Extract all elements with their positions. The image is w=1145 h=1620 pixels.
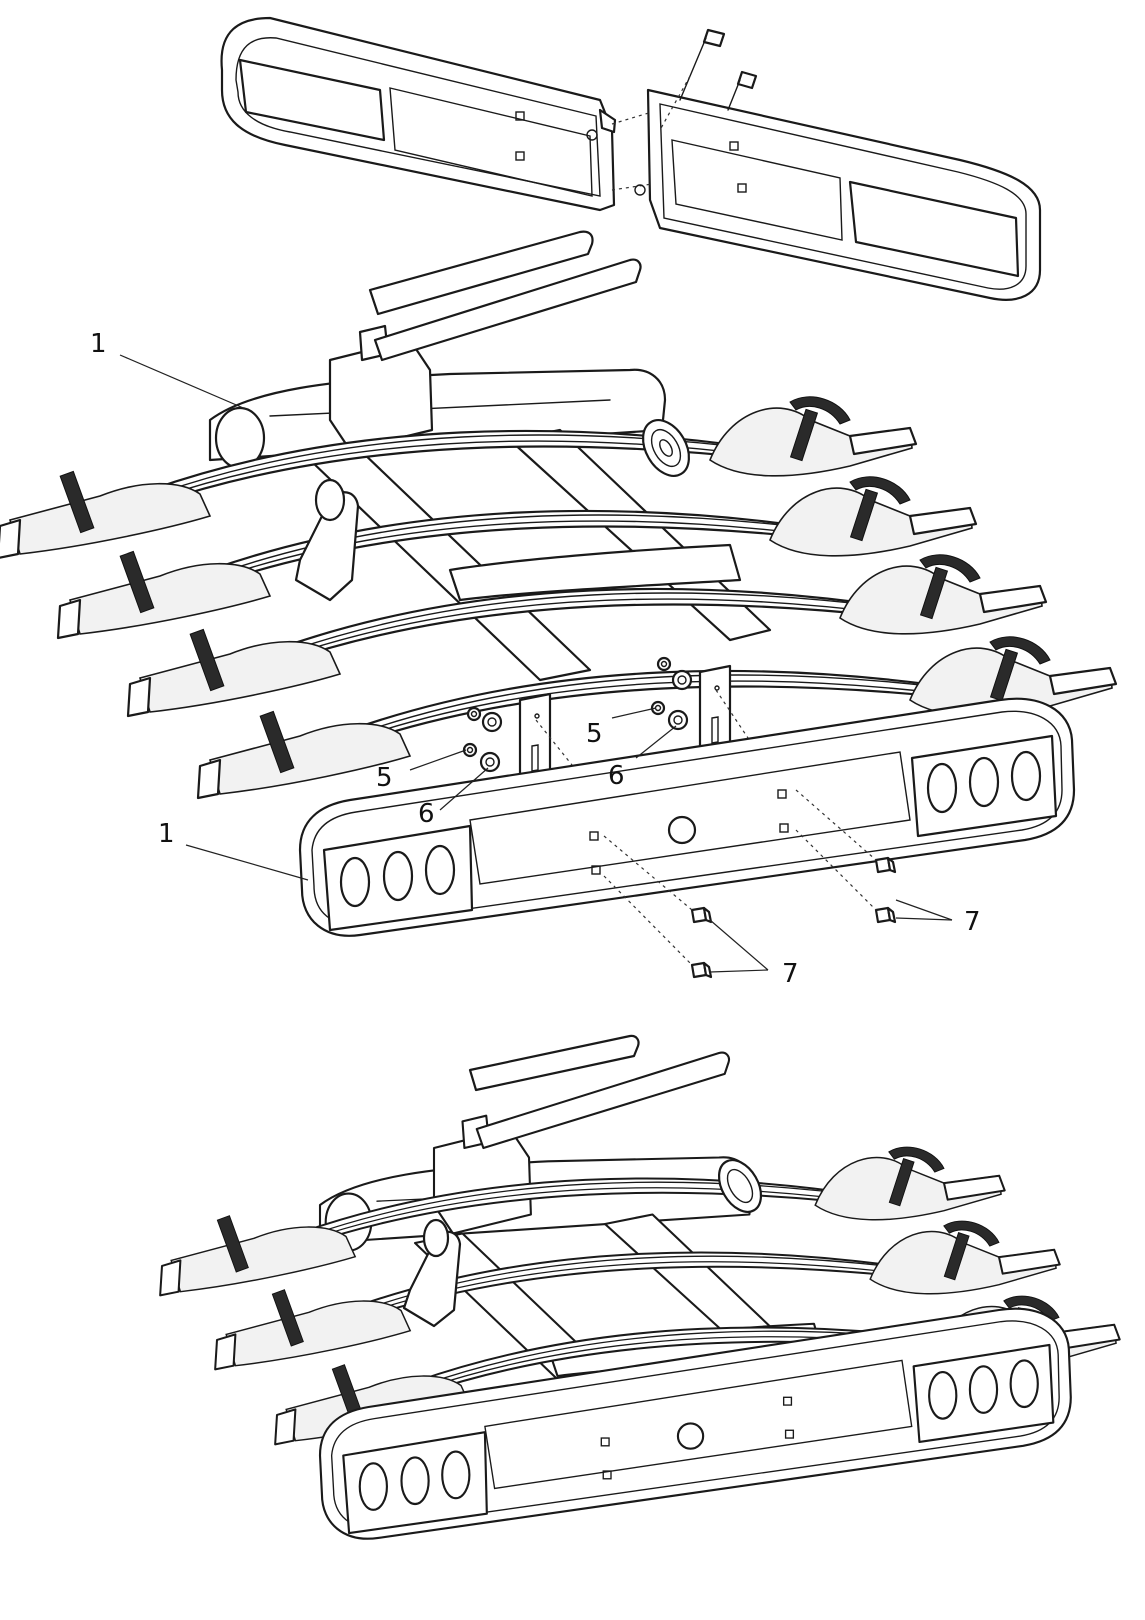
callout-nut-left: 5 [376,763,393,793]
washer-lower-left [479,751,501,773]
wheel-lock-disc [641,419,691,477]
callout-plug-right: 7 [964,907,981,937]
plug-right-lower [874,906,897,924]
assembled-handle-bar [468,1034,640,1092]
washer-lower-right [667,709,689,731]
nut-upper-left [466,706,482,722]
callout-washer-right: 6 [608,761,625,791]
callout-leaders [119,354,953,973]
handle-bar [368,230,594,316]
plug-bottom-lower [690,961,713,979]
callout-labels: 1 1 5 6 5 6 7 7 [90,329,981,989]
callout-plug-bottom: 7 [782,959,799,989]
carrier-exploded-view [0,230,1118,979]
top-split-lighting-bar [220,16,1042,301]
washer-upper-left [481,711,503,733]
assembled-arm-holder-knob [402,1218,462,1328]
plug-bottom-upper [690,906,713,924]
callout-nut-right: 5 [586,719,603,749]
screw-1 [659,28,726,131]
washer-upper-right [671,669,693,691]
lighting-bar [298,697,1076,937]
screw-2 [727,70,758,111]
assembled-wheel-lock-disc [717,1159,763,1213]
plug-right-upper [874,856,897,874]
arm-holder-knob [294,478,360,602]
nut-upper-right [656,656,672,672]
callout-light-bar-upper: 1 [90,329,107,359]
callout-light-bar-lower: 1 [158,819,175,849]
callout-washer-left: 6 [418,799,435,829]
carrier-assembled-view [159,1034,1121,1540]
